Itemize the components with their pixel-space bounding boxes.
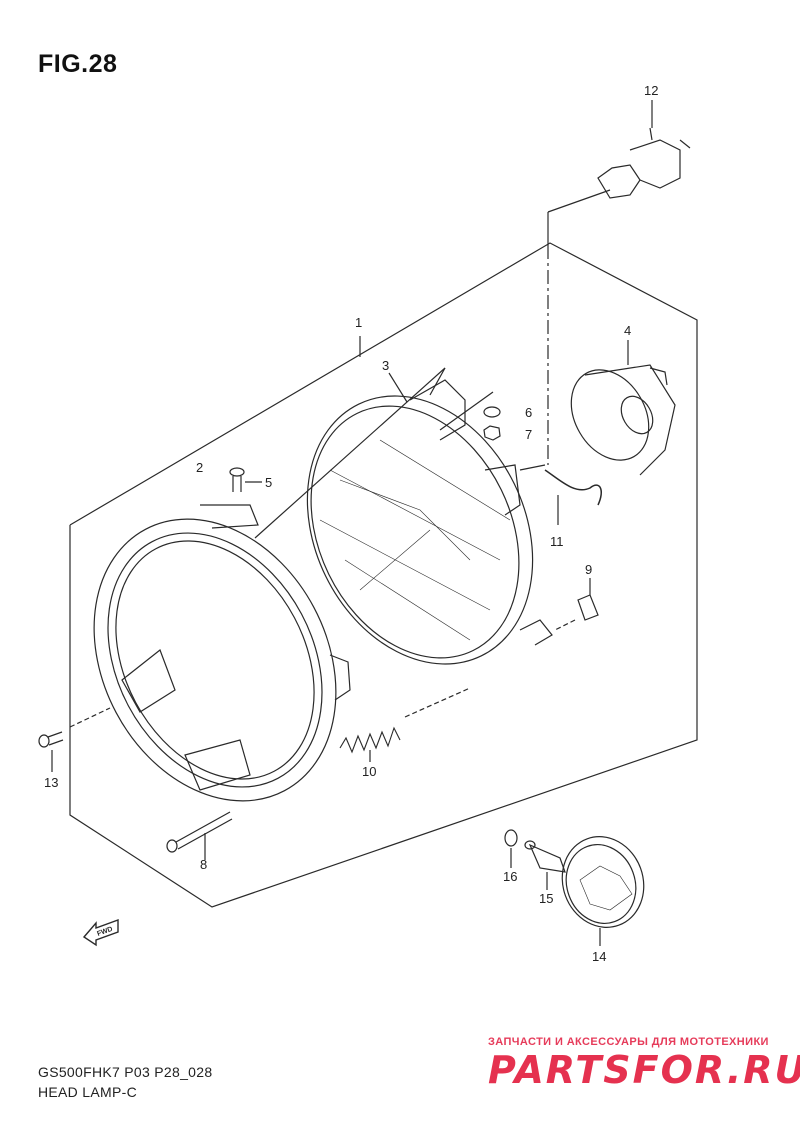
washer-6 (483, 406, 501, 418)
callout-12: 12 (644, 83, 659, 98)
adjusting-spring (339, 726, 401, 754)
callout-14: 14 (592, 949, 607, 964)
callout-15: 15 (539, 891, 554, 906)
watermark-brand: PARTSFOR.RU (488, 1048, 800, 1092)
callout-6: 6 (525, 405, 533, 420)
reflector (561, 836, 645, 928)
headlamp-socket (570, 364, 676, 476)
callout-4: 4 (624, 323, 632, 338)
washer-16 (504, 829, 518, 847)
callout-2: 2 (196, 460, 204, 475)
headlamp-rim (93, 504, 351, 802)
collar (524, 840, 566, 873)
fwd-arrow-icon (82, 919, 119, 947)
adjusting-screw (166, 811, 233, 853)
nut-7 (483, 425, 501, 441)
wire-clip (544, 469, 602, 506)
callout-7: 7 (525, 427, 533, 442)
callout-5: 5 (265, 475, 273, 490)
screw-13 (38, 731, 64, 748)
headlamp-lens-unit (306, 379, 553, 665)
assembly-outline (69, 242, 698, 908)
screw-5 (229, 467, 245, 492)
callout-16: 16 (503, 869, 518, 884)
callout-10: 10 (362, 764, 377, 779)
watermark-tagline: ЗАПЧАСТИ И АКСЕССУАРЫ ДЛЯ МОТОТЕХНИКИ (488, 1036, 769, 1048)
callout-1: 1 (355, 315, 363, 330)
spring-nut (577, 594, 599, 621)
footer-model-code: GS500FHK7 P03 P28_028 (38, 1064, 213, 1080)
footer-section-name: HEAD LAMP-C (38, 1084, 137, 1100)
callout-9: 9 (585, 562, 593, 577)
callout-11: 11 (550, 534, 564, 549)
callout-13: 13 (44, 775, 59, 790)
callout-8: 8 (200, 857, 208, 872)
callout-3: 3 (382, 358, 390, 373)
figure-title: FIG.28 (38, 50, 118, 78)
headlamp-bulb (597, 127, 691, 199)
